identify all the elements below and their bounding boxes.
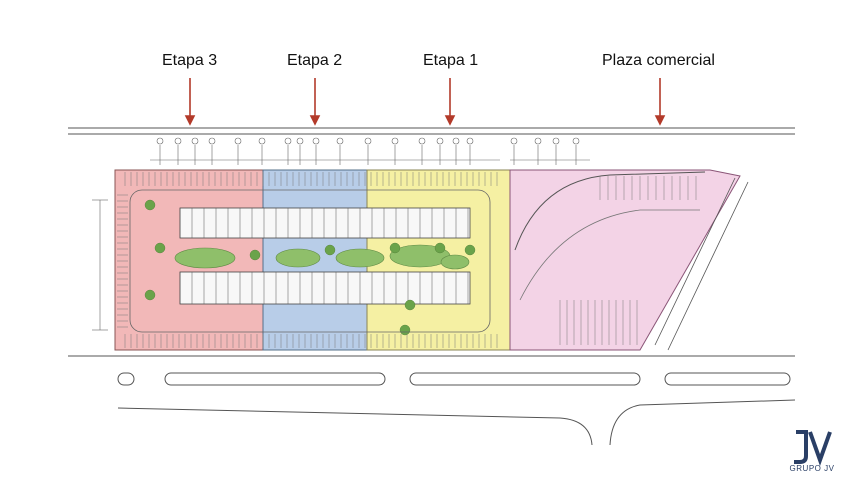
tree-icon <box>434 242 446 254</box>
grid-marker <box>391 137 399 145</box>
grid-marker <box>466 137 474 145</box>
commercial-curve <box>514 171 706 251</box>
trees <box>144 199 476 336</box>
dimension-marks <box>150 137 590 165</box>
grid-marker <box>156 137 164 145</box>
grid-marker <box>208 137 216 145</box>
grid-marker <box>534 137 542 145</box>
grid-marker <box>312 137 320 145</box>
tree-icon <box>464 244 476 256</box>
commercial-label: Plaza comercial <box>602 52 715 69</box>
grid-marker <box>552 137 560 145</box>
grid-marker <box>174 137 182 145</box>
commercial-zone <box>509 169 741 351</box>
grid-marker <box>436 137 444 145</box>
grid-marker <box>234 137 242 145</box>
tree-icon <box>144 289 156 301</box>
commercial-ramp <box>519 209 700 301</box>
stage1-label: Etapa 1 <box>423 52 479 69</box>
internal-road <box>129 189 491 333</box>
stage3-label: Etapa 3 <box>162 52 218 69</box>
logo-text: GRUPO JV <box>789 464 835 473</box>
stage-arrows <box>184 78 666 126</box>
tree-icon <box>404 299 416 311</box>
parking-stalls <box>117 172 697 348</box>
tree-icon <box>154 242 166 254</box>
stage2-label: Etapa 2 <box>287 52 343 69</box>
grid-marker <box>258 137 266 145</box>
street-top <box>68 127 795 135</box>
grid-marker <box>452 137 460 145</box>
grupo-jv-logo <box>794 430 832 466</box>
unit-grid <box>179 208 469 304</box>
tree-icon <box>324 244 336 256</box>
grid-marker <box>296 137 304 145</box>
tree-icon <box>389 242 401 254</box>
grid-marker <box>572 137 580 145</box>
grid-marker <box>191 137 199 145</box>
building-blocks <box>179 207 471 305</box>
tree-icon <box>144 199 156 211</box>
grid-marker <box>364 137 372 145</box>
grid-marker <box>284 137 292 145</box>
side-road <box>654 177 749 351</box>
logo-block: GRUPO JV <box>788 428 836 478</box>
garden-area <box>174 244 470 270</box>
tree-icon <box>399 324 411 336</box>
tree-icon <box>249 249 261 261</box>
street-bottom <box>68 355 796 446</box>
grid-marker <box>510 137 518 145</box>
left-dimensions <box>92 199 108 331</box>
grid-marker <box>336 137 344 145</box>
grid-marker <box>418 137 426 145</box>
